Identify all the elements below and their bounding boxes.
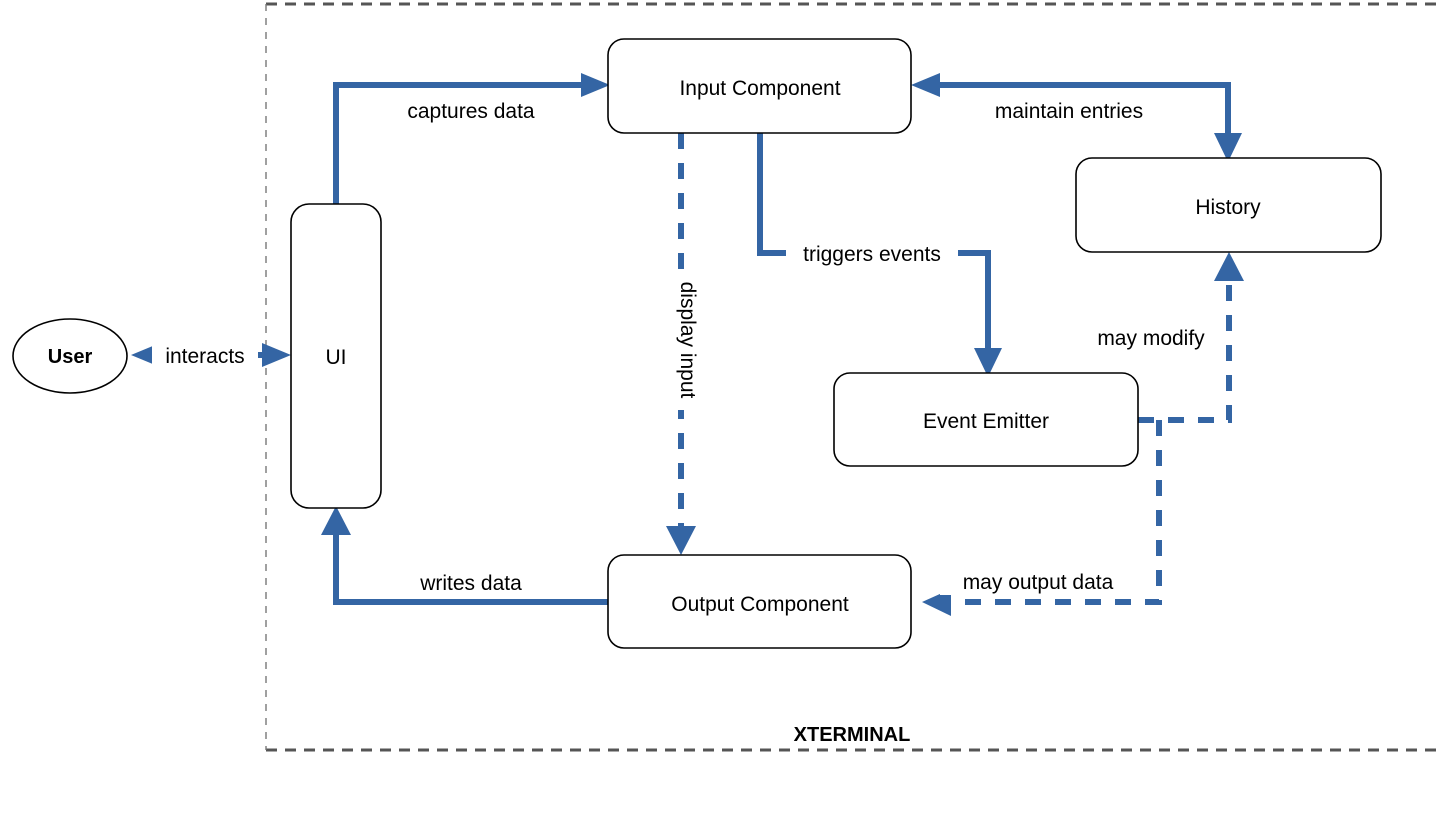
node-history[interactable]: History bbox=[1075, 157, 1382, 253]
edge-maintain-entries: maintain entries bbox=[911, 73, 1242, 162]
node-label-user: User bbox=[48, 346, 93, 368]
edge-may-modify-line bbox=[1138, 268, 1232, 423]
edge-interacts-label-bg bbox=[152, 341, 258, 369]
edge-writes-data-arrowhead bbox=[321, 506, 351, 535]
node-label-output-component: Output Component bbox=[671, 593, 849, 616]
node-input-component-shape[interactable] bbox=[607, 38, 912, 134]
boundary-label-xterminal: XTERMINAL bbox=[794, 724, 911, 746]
edge-may-output-data-arrowhead bbox=[922, 589, 951, 616]
node-event-emitter[interactable]: Event Emitter bbox=[833, 372, 1139, 467]
node-output-component[interactable]: Output Component bbox=[607, 554, 912, 649]
edge-label-may-output-data: may output data bbox=[963, 571, 1114, 594]
edge-may-modify: may modify bbox=[1097, 252, 1244, 423]
node-output-component-shape[interactable] bbox=[607, 554, 912, 649]
edge-triggers-events: triggers events bbox=[757, 133, 1002, 377]
edge-display-input-arrowhead bbox=[666, 526, 696, 555]
node-input-component[interactable]: Input Component bbox=[607, 38, 912, 134]
edge-interacts: interacts bbox=[131, 341, 291, 369]
node-history-shape[interactable] bbox=[1075, 157, 1382, 253]
edge-writes-data-line bbox=[333, 522, 608, 605]
edge-label-writes-data: writes data bbox=[419, 572, 522, 595]
edge-captures-data-line bbox=[333, 82, 596, 204]
edge-display-input-label-bg bbox=[667, 270, 695, 410]
edge-interacts-arrowhead-right bbox=[262, 343, 291, 367]
edge-label-maintain-entries: maintain entries bbox=[995, 100, 1143, 123]
node-ui-shape[interactable] bbox=[290, 203, 382, 509]
node-label-event-emitter: Event Emitter bbox=[923, 410, 1049, 433]
edge-may-output-data: may output data bbox=[922, 420, 1162, 616]
node-label-input-component: Input Component bbox=[679, 77, 840, 100]
node-user[interactable]: User bbox=[12, 318, 128, 394]
edge-display-input: display input bbox=[666, 133, 699, 555]
node-user-shape[interactable] bbox=[12, 318, 128, 394]
node-ui[interactable]: UI bbox=[290, 203, 382, 509]
edge-label-display-input: display input bbox=[676, 282, 699, 399]
edge-may-output-data-label-bg bbox=[940, 566, 1136, 595]
edge-label-triggers-events: triggers events bbox=[803, 243, 941, 266]
edge-captures-data: captures data bbox=[333, 73, 610, 204]
edge-writes-data: writes data bbox=[321, 506, 608, 605]
edge-maintain-entries-arrowhead-down bbox=[1214, 133, 1242, 162]
node-label-history: History bbox=[1195, 196, 1261, 219]
edge-maintain-entries-line bbox=[925, 82, 1231, 150]
edge-may-modify-arrowhead bbox=[1214, 252, 1244, 281]
edge-maintain-entries-arrowhead-left bbox=[911, 73, 940, 97]
xterminal-boundary bbox=[265, 2, 1438, 752]
edge-label-interacts: interacts bbox=[165, 345, 244, 368]
edge-label-may-modify: may modify bbox=[1097, 327, 1205, 350]
edge-triggers-events-arrowhead bbox=[974, 348, 1002, 377]
node-label-ui: UI bbox=[326, 346, 347, 369]
edge-captures-data-arrowhead bbox=[581, 73, 610, 97]
edge-may-output-data-line bbox=[938, 420, 1162, 605]
node-event-emitter-shape[interactable] bbox=[833, 372, 1139, 467]
edge-triggers-events-label-bg bbox=[786, 239, 958, 268]
edge-label-captures-data: captures data bbox=[407, 100, 535, 123]
